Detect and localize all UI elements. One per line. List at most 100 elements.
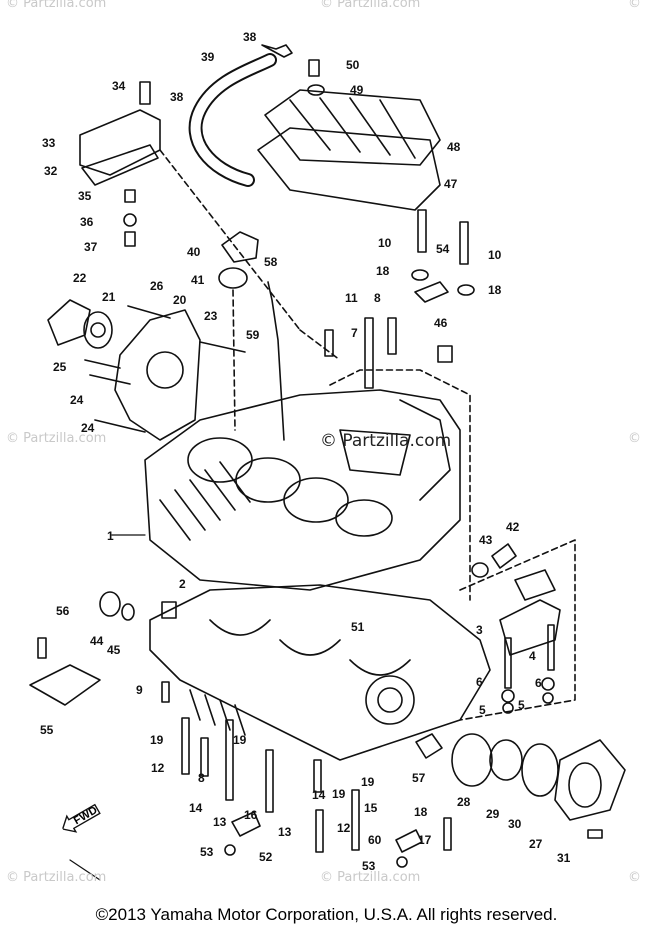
- callout-number: 43: [479, 533, 493, 547]
- stud-3: [504, 637, 512, 689]
- callout-number: 14: [189, 801, 203, 815]
- screw-35: [124, 189, 136, 203]
- stud-4: [547, 624, 555, 671]
- callout-number: 10: [378, 236, 392, 250]
- bolt-13a: [225, 719, 234, 801]
- callout-number: 55: [40, 723, 54, 737]
- part-44: [99, 591, 121, 617]
- gasket-28: [451, 733, 493, 787]
- bolt-37: [124, 231, 136, 247]
- watermark: © Partzilla.com: [6, 0, 107, 11]
- callout-number: 18: [376, 264, 390, 278]
- callout-number: 46: [434, 316, 448, 330]
- watermark: ©: [628, 0, 641, 11]
- callout-number: 31: [557, 851, 571, 865]
- dipstick: [267, 281, 285, 441]
- bolt-10b: [459, 221, 469, 265]
- bolt-10a: [417, 209, 427, 253]
- fitting-42: [491, 543, 517, 569]
- cover-22: [47, 299, 91, 346]
- hose-clamp: [261, 44, 293, 58]
- callout-number: 36: [80, 215, 94, 229]
- callout-number: 25: [53, 360, 67, 374]
- callout-number: 8: [374, 291, 381, 305]
- callout-number: 34: [112, 79, 126, 93]
- callout-number: 13: [278, 825, 292, 839]
- callout-number: 51: [351, 620, 365, 634]
- callout-number: 21: [102, 290, 116, 304]
- callout-number: 9: [136, 683, 143, 697]
- upper-crankcase: [144, 389, 461, 591]
- callout-number: 6: [476, 675, 483, 689]
- callout-number: 47: [444, 177, 458, 191]
- callout-number: 48: [447, 140, 461, 154]
- callout-number: 37: [84, 240, 98, 254]
- callout-number: 44: [90, 634, 104, 648]
- callout-number: 60: [368, 833, 382, 847]
- bolt-34: [139, 81, 151, 105]
- callout-number: 28: [457, 795, 471, 809]
- callout-number: 18: [488, 283, 502, 297]
- cover-27: [554, 739, 626, 821]
- callout-number: 12: [151, 761, 165, 775]
- callout-number: 32: [44, 164, 58, 178]
- callout-number: 24: [81, 421, 95, 435]
- callout-number: 19: [361, 775, 375, 789]
- watermark: © Partzilla.com: [320, 870, 421, 885]
- bolt-11: [364, 317, 374, 389]
- callout-number: 14: [312, 788, 326, 802]
- callout-number: 45: [107, 643, 121, 657]
- callout-number: 29: [486, 807, 500, 821]
- callout-number: 18: [414, 805, 428, 819]
- washer-18b: [457, 284, 475, 296]
- callout-number: 16: [244, 808, 258, 822]
- callout-number: 39: [201, 50, 215, 64]
- bolt-14a: [313, 759, 322, 793]
- bolt-56: [37, 637, 47, 659]
- washer-36: [123, 213, 137, 227]
- callout-number: 4: [529, 649, 536, 663]
- bolt-16: [265, 749, 274, 813]
- callout-number: 20: [173, 293, 187, 307]
- dowel-2: [161, 601, 177, 619]
- breather-gasket: [257, 127, 441, 211]
- callout-number: 24: [70, 393, 84, 407]
- callout-number: 53: [200, 845, 214, 859]
- callout-number: 40: [187, 245, 201, 259]
- forward-direction-arrow: FWD: [57, 799, 103, 838]
- callout-number: 19: [233, 733, 247, 747]
- callout-number: 17: [418, 833, 432, 847]
- washer-49: [307, 84, 325, 96]
- bearing-21: [83, 311, 113, 349]
- bolt-8: [387, 317, 397, 355]
- washer-43: [471, 562, 489, 578]
- bolt-50: [308, 59, 320, 77]
- callout-number: 5: [518, 698, 525, 712]
- oil-filler-cap: [221, 231, 259, 263]
- bolt-12b: [315, 809, 324, 853]
- callout-number: 7: [351, 326, 358, 340]
- bolt-17: [443, 817, 452, 851]
- nut-53a: [224, 844, 236, 856]
- callout-number: 53: [362, 859, 376, 873]
- lower-crankcase: [149, 584, 491, 761]
- callout-number: 42: [506, 520, 520, 534]
- watermark: © Partzilla.com: [320, 0, 421, 11]
- bracket-54: [414, 281, 449, 303]
- bolt-24a: [89, 374, 131, 385]
- breather-cover: [264, 89, 441, 166]
- callout-number: 15: [364, 801, 378, 815]
- part-52: [231, 811, 261, 837]
- callout-number: 19: [332, 787, 346, 801]
- callout-number: 49: [350, 83, 364, 97]
- callout-number: 35: [78, 189, 92, 203]
- callout-number: 58: [264, 255, 278, 269]
- bolt-9: [161, 681, 170, 703]
- watermark-center: © Partzilla.com: [320, 431, 452, 451]
- callout-number: 38: [170, 90, 184, 104]
- callout-number: 59: [246, 328, 260, 342]
- callout-number: 54: [436, 242, 450, 256]
- gasket-32: [81, 144, 159, 186]
- part-57: [415, 733, 443, 759]
- callout-number: 41: [191, 273, 205, 287]
